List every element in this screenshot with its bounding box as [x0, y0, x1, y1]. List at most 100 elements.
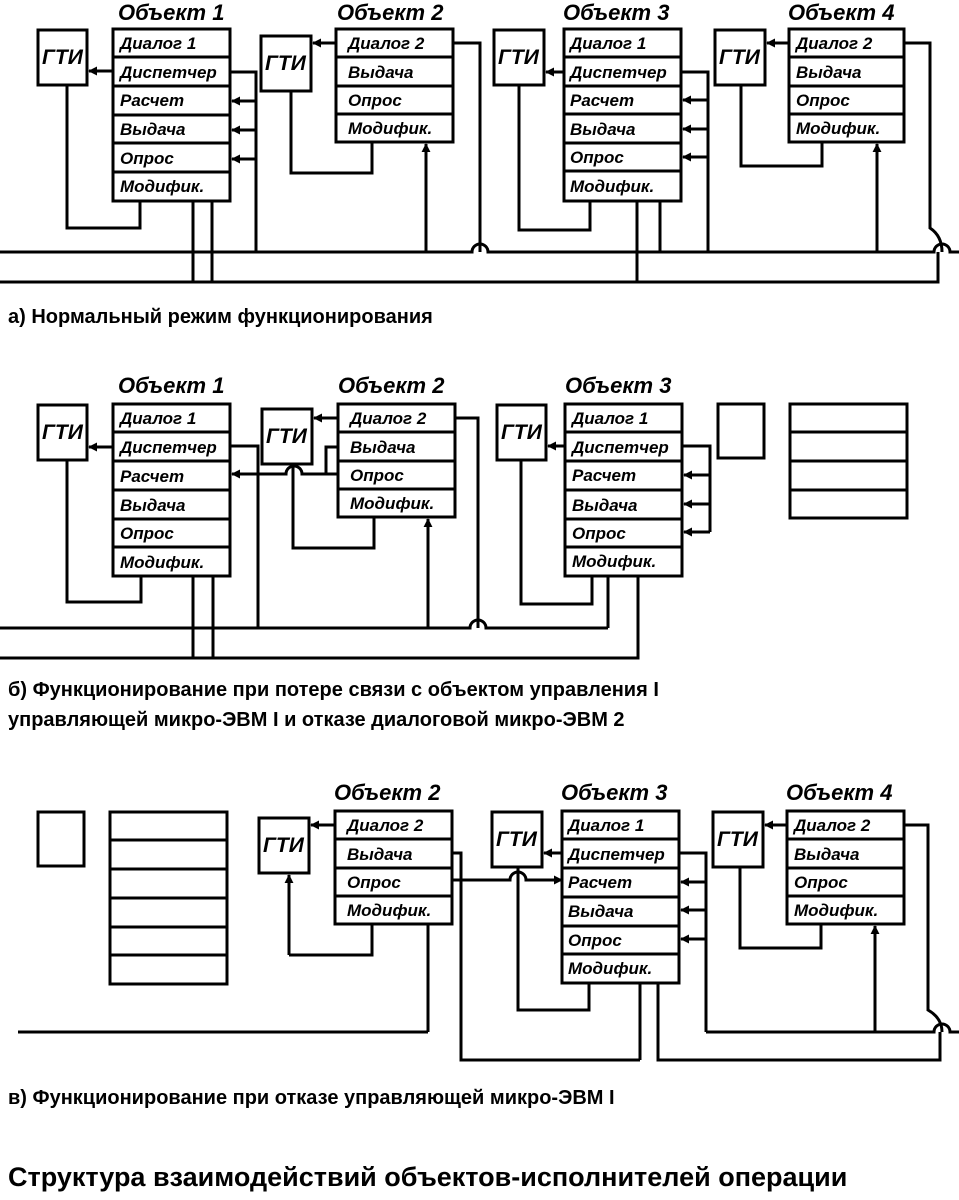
gti-label: ГТИ: [496, 828, 538, 851]
object-4-title: Объект 4: [786, 780, 892, 805]
object-2-row-dialog: Диалог 2: [345, 816, 424, 835]
object-1-row-output: Выдача: [120, 496, 185, 515]
object-2-title: Объект 2: [334, 780, 441, 805]
object-2-row-modif: Модифик.: [348, 119, 432, 138]
gti-block-4: ГТИ: [711, 810, 765, 869]
gti-block-3: ГТИ: [495, 403, 548, 462]
gti-label: ГТИ: [498, 46, 540, 69]
object-2-row-poll: Опрос: [348, 91, 402, 110]
object-3-row-modif: Модифик.: [570, 177, 654, 196]
connections-v: [18, 820, 959, 1062]
object-2-row-poll: Опрос: [347, 873, 401, 892]
object-1-title: Объект 1: [118, 373, 224, 398]
caption-v: в) Функционирование при отказе управляющ…: [8, 1087, 615, 1109]
object-1-module: Объект 1 Диалог 1 Диспетчер Расчет Выдач…: [111, 373, 232, 578]
object-2-row-modif: Модифик.: [350, 494, 434, 513]
object-3-title: Объект 3: [561, 780, 667, 805]
gti-label: ГТИ: [42, 46, 84, 69]
object-3-row-calc: Расчет: [570, 91, 634, 110]
object-4-failed: [716, 402, 909, 520]
object-3-module: Объект 3 Диалог 1 Диспетчер Расчет Выдач…: [562, 0, 683, 203]
object-2-row-poll: Опрос: [350, 466, 404, 485]
caption-b-line-1: б) Функционирование при потере связи с о…: [8, 679, 659, 701]
gti-block-3: ГТИ: [490, 810, 544, 869]
object-3-row-poll: Опрос: [568, 931, 622, 950]
object-2-row-dialog: Диалог 2: [346, 34, 425, 53]
object-3-title: Объект 3: [565, 373, 671, 398]
object-1-row-dialog: Диалог 1: [118, 34, 196, 53]
gti-label: ГТИ: [266, 425, 308, 448]
object-1-row-calc: Расчет: [120, 467, 184, 486]
object-2-module: Объект 2 Диалог 2 Выдача Опрос Модифик.: [334, 0, 455, 144]
gti-label: ГТИ: [719, 46, 761, 69]
object-3-row-output: Выдача: [568, 902, 633, 921]
object-3-row-modif: Модифик.: [568, 959, 652, 978]
object-3-module: Объект 3 Диалог 1 Диспетчер Расчет Выдач…: [563, 373, 684, 578]
object-2-row-modif: Модифик.: [347, 901, 431, 920]
object-4-row-poll: Опрос: [794, 873, 848, 892]
object-3-row-output: Выдача: [570, 120, 635, 139]
object-2-row-output: Выдача: [350, 438, 415, 457]
object-3-row-modif: Модифик.: [572, 552, 656, 571]
gti-label: ГТИ: [42, 421, 84, 444]
object-1-row-output: Выдача: [120, 120, 185, 139]
gti-block-1: ГТИ: [36, 403, 89, 462]
connections-a: [0, 38, 959, 284]
object-3-row-dispatcher: Диспетчер: [566, 845, 665, 864]
diagram-title: Структура взаимодействий объектов-исполн…: [8, 1162, 847, 1192]
object-4-module: Объект 4 Диалог 2 Выдача Опрос Модифик.: [785, 780, 906, 926]
object-4-row-modif: Модифик.: [794, 901, 878, 920]
object-1-row-poll: Опрос: [120, 149, 174, 168]
object-2-row-output: Выдача: [348, 63, 413, 82]
gti-block-1: ГТИ: [36, 28, 89, 87]
gti-block-failed: [36, 810, 86, 868]
gti-label: ГТИ: [717, 828, 759, 851]
object-1-title: Объект 1: [118, 0, 224, 25]
object-1-module: Объект 1 Диалог 1 Диспетчер Расчет Выдач…: [111, 0, 232, 203]
object-3-title: Объект 3: [563, 0, 669, 25]
caption-b-line-2: управляющей микро-ЭВМ I и отказе диалого…: [8, 709, 625, 731]
gti-block-2: ГТИ: [260, 407, 314, 466]
object-3-row-dialog: Диалог 1: [570, 409, 648, 428]
object-2-module: Объект 2 Диалог 2 Выдача Опрос Модифик.: [333, 780, 454, 926]
gti-label: ГТИ: [501, 421, 543, 444]
object-1-row-calc: Расчет: [120, 91, 184, 110]
object-4-row-modif: Модифик.: [796, 119, 880, 138]
object-3-row-calc: Расчет: [568, 873, 632, 892]
object-1-row-modif: Модифик.: [120, 177, 204, 196]
object-4-row-poll: Опрос: [796, 91, 850, 110]
object-3-row-dialog: Диалог 1: [568, 34, 646, 53]
object-1-row-dispatcher: Диспетчер: [118, 438, 217, 457]
object-4-row-output: Выдача: [796, 63, 861, 82]
object-3-row-poll: Опрос: [572, 524, 626, 543]
object-2-title: Объект 2: [337, 0, 444, 25]
object-2-row-dialog: Диалог 2: [348, 409, 427, 428]
gti-block-failed: [716, 402, 766, 460]
object-4-row-dialog: Диалог 2: [792, 816, 871, 835]
object-3-row-dialog: Диалог 1: [566, 816, 644, 835]
object-1-row-modif: Модифик.: [120, 553, 204, 572]
object-2-title: Объект 2: [338, 373, 445, 398]
gti-block-2: ГТИ: [257, 816, 311, 875]
object-2-row-output: Выдача: [347, 845, 412, 864]
scenario-b: Объект 1 Диалог 1 Диспетчер Расчет Выдач…: [0, 373, 909, 731]
scenario-a: Объект 1 Диалог 1 Диспетчер Расчет Выдач…: [0, 0, 959, 328]
object-4-row-dialog: Диалог 2: [794, 34, 873, 53]
gti-block-3: ГТИ: [492, 28, 546, 87]
object-1-row-dialog: Диалог 1: [118, 409, 196, 428]
object-3-row-dispatcher: Диспетчер: [570, 438, 669, 457]
object-4-row-output: Выдача: [794, 845, 859, 864]
object-4-module: Объект 4 Диалог 2 Выдача Опрос Модифик.: [787, 0, 906, 144]
gti-block-4: ГТИ: [713, 28, 767, 87]
object-3-row-dispatcher: Диспетчер: [568, 63, 667, 82]
object-1-row-dispatcher: Диспетчер: [118, 63, 217, 82]
object-1-row-poll: Опрос: [120, 524, 174, 543]
gti-label: ГТИ: [263, 834, 305, 857]
gti-block-2: ГТИ: [259, 34, 313, 93]
object-3-row-poll: Опрос: [570, 148, 624, 167]
object-2-module: Объект 2 Диалог 2 Выдача Опрос Модифик.: [336, 373, 457, 519]
connections-b: [0, 413, 712, 660]
object-1-failed: [36, 810, 229, 986]
gti-label: ГТИ: [265, 52, 307, 75]
